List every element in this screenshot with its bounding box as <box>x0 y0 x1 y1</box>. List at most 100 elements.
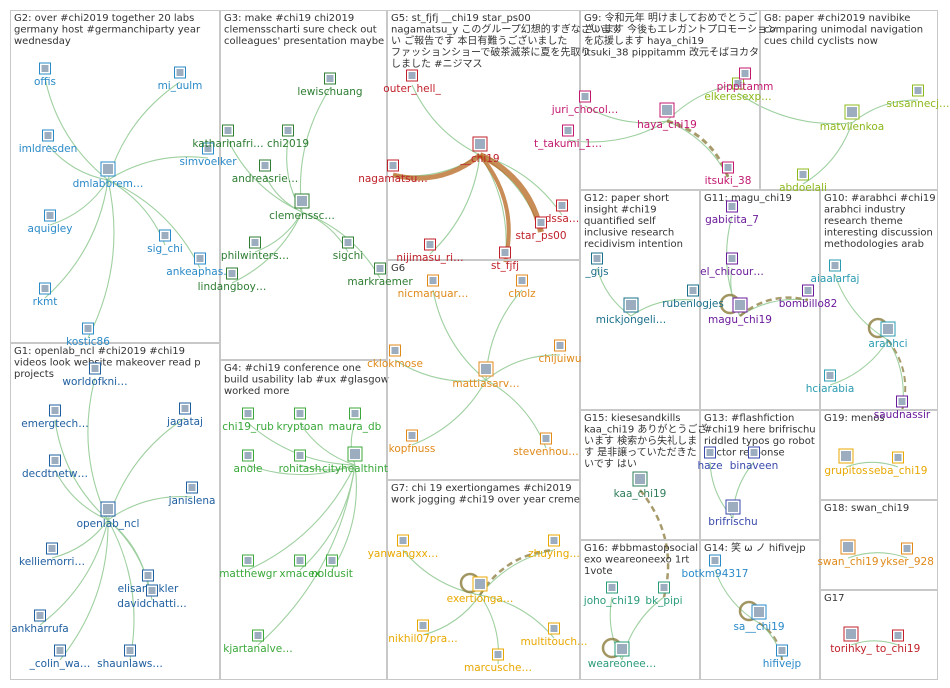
node[interactable]: clemenssc… <box>269 193 335 222</box>
node[interactable]: emergtech… <box>21 404 89 430</box>
node[interactable]: juri_chocol… <box>551 90 619 116</box>
node[interactable]: sig_chi <box>147 229 183 255</box>
node[interactable]: openlab_ncl <box>77 501 140 530</box>
node[interactable]: mattiasarv… <box>452 361 520 390</box>
node[interactable]: bombillo82 <box>779 284 838 310</box>
node[interactable]: hciarabia <box>806 369 855 395</box>
node[interactable]: kaa_chi19 <box>614 471 667 500</box>
node[interactable]: brifrischu <box>708 499 758 528</box>
node[interactable]: kryptoan <box>277 407 324 433</box>
node[interactable]: aquigley <box>28 209 73 235</box>
node[interactable]: binaveen <box>730 446 778 472</box>
node[interactable]: kostic86 <box>66 322 110 348</box>
node[interactable]: davidchatti… <box>117 584 187 610</box>
node[interactable]: mi_uulm <box>158 66 203 92</box>
node[interactable]: t_takumi_1… <box>534 124 602 150</box>
node[interactable]: ykser_928 <box>880 542 934 568</box>
node[interactable]: markraemer <box>347 262 413 288</box>
node[interactable]: mickjongeli… <box>596 297 666 326</box>
node[interactable]: _colin_wa… <box>29 644 91 670</box>
node[interactable]: kjartanalve… <box>223 629 293 655</box>
node[interactable]: cityhealthint <box>322 446 388 475</box>
node[interactable]: seba_chi19 <box>869 451 928 477</box>
node[interactable]: exertionga… <box>447 576 514 605</box>
node[interactable]: janislena <box>168 481 216 507</box>
node[interactable]: chi2019 <box>267 124 309 150</box>
node[interactable]: nikhil07pra… <box>388 619 458 645</box>
node[interactable]: offis <box>34 62 56 88</box>
node[interactable]: xmacex <box>279 554 321 580</box>
node[interactable]: multitouch… <box>521 622 588 648</box>
node[interactable]: cklokmose <box>367 344 423 370</box>
node[interactable]: rohitash <box>279 449 322 475</box>
node[interactable]: nicmarquar… <box>398 274 469 300</box>
node[interactable]: zhuying… <box>528 534 580 560</box>
node[interactable]: saudnassir <box>874 395 931 421</box>
node[interactable]: to_chi19 <box>876 629 921 655</box>
node[interactable]: noldusit <box>311 554 353 580</box>
node[interactable]: jagataj <box>166 402 203 428</box>
node[interactable]: __chi19 <box>459 136 500 165</box>
node[interactable]: chijuiwu <box>538 339 582 365</box>
node[interactable]: dssa… <box>545 199 580 225</box>
node[interactable]: andreasrie… <box>232 159 298 185</box>
node[interactable]: kopfnuss <box>389 429 436 455</box>
group-box-g16 <box>580 540 700 680</box>
node[interactable]: botkm94317 <box>682 554 749 580</box>
node[interactable]: katharinafri… <box>192 124 264 150</box>
node[interactable]: matviienkoa <box>820 104 885 133</box>
node[interactable]: decdtnetw… <box>22 454 88 480</box>
node[interactable]: ankharrufa <box>11 609 69 635</box>
node[interactable]: shaunlaws… <box>97 644 163 670</box>
avatar-image <box>754 607 764 617</box>
node[interactable]: yanwangxx… <box>368 534 439 560</box>
node[interactable]: nijimasu_ri… <box>396 238 464 264</box>
node[interactable]: stevenhou… <box>513 432 579 458</box>
node[interactable]: joho_chi19 <box>583 581 640 607</box>
node[interactable]: lindangboy… <box>198 267 267 293</box>
node[interactable]: bk_pipi <box>645 581 683 607</box>
node[interactable]: elkeresexp… <box>704 77 772 103</box>
node[interactable]: aiaalarfaj <box>811 259 860 285</box>
node[interactable]: chi19_rub <box>222 407 274 433</box>
node[interactable]: pippitamm <box>717 67 774 93</box>
node-label: dmlabbrem… <box>73 178 144 190</box>
node[interactable]: susannecj… <box>887 84 950 110</box>
node[interactable]: hifivejp <box>763 644 802 670</box>
node[interactable]: torihky_ <box>830 626 873 655</box>
node[interactable]: grupitos <box>824 448 868 477</box>
node[interactable]: worldofkni… <box>62 362 128 388</box>
node[interactable]: star_ps00 <box>515 216 567 242</box>
node[interactable]: el_chicour… <box>700 252 764 278</box>
node[interactable]: abdoelali <box>779 168 827 194</box>
node[interactable]: rubenlogjes <box>662 284 724 310</box>
node[interactable]: sigchi <box>333 236 363 262</box>
node[interactable]: ankeaphas… <box>166 252 234 278</box>
node[interactable]: st_fjfj <box>491 246 519 272</box>
node[interactable]: simvoelker <box>179 142 237 168</box>
node[interactable]: imldresden <box>19 129 78 155</box>
avatar-image <box>228 270 236 277</box>
node[interactable]: philwinters… <box>221 236 289 262</box>
node[interactable]: nagamatsu… <box>358 159 428 185</box>
node[interactable]: cholz <box>508 274 536 300</box>
node[interactable]: dmlabbrem… <box>73 161 144 190</box>
node[interactable]: _gijs <box>584 252 609 278</box>
node[interactable]: rkmt <box>33 282 58 308</box>
node[interactable]: matthewgr <box>219 554 277 580</box>
node[interactable]: lewischuang <box>297 72 363 98</box>
node[interactable]: haze <box>697 446 723 472</box>
node[interactable]: kelliemorri… <box>19 542 85 568</box>
node[interactable]: weareonee… <box>588 641 657 670</box>
node[interactable]: maura_db <box>329 407 382 433</box>
node[interactable]: itsuki_38 <box>705 161 752 187</box>
node[interactable]: outer_hell_ <box>383 69 441 95</box>
node[interactable]: sa__chi19 <box>733 604 785 633</box>
node[interactable]: marcusche… <box>464 648 532 674</box>
node[interactable]: haya_chi19 <box>637 102 697 131</box>
node[interactable]: swan_chi19 <box>817 539 879 568</box>
node[interactable]: anole <box>234 449 263 475</box>
node[interactable]: gabicita_7 <box>705 200 759 226</box>
node[interactable]: arabhci <box>868 321 908 350</box>
node[interactable]: magu_chi19 <box>708 297 772 326</box>
